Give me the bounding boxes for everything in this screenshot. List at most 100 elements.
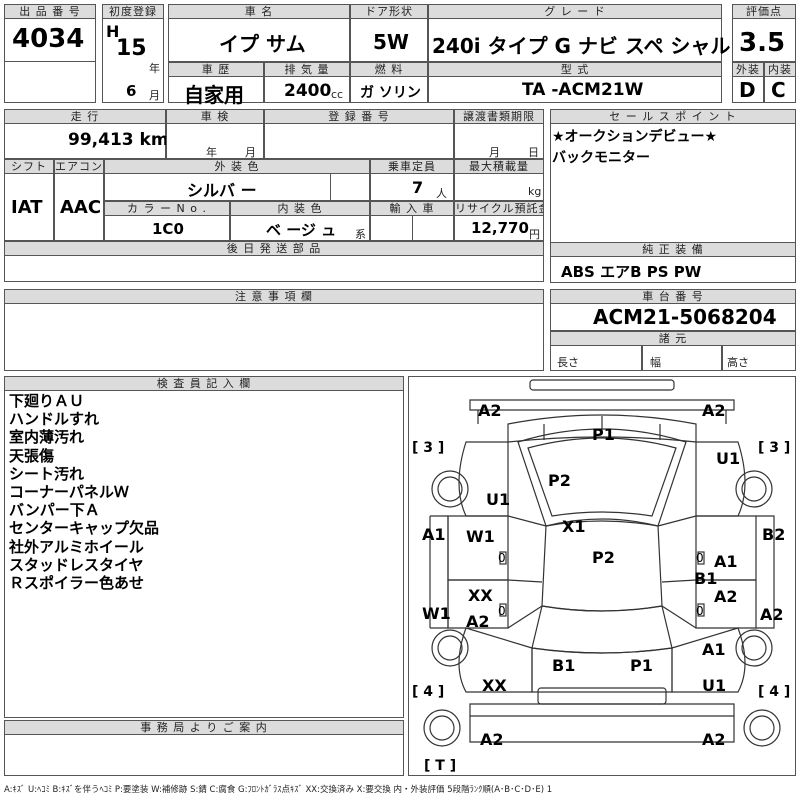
selling-point: ★オークションデビュー★ bbox=[552, 129, 718, 145]
inspector-box bbox=[4, 376, 404, 718]
car-name-label: 車 名 bbox=[168, 4, 350, 19]
mark-trunk-right: P1 bbox=[630, 656, 653, 675]
mark-left-rear-door: W1 bbox=[422, 604, 451, 623]
capacity-box bbox=[370, 173, 454, 201]
lot-number-blank bbox=[4, 61, 96, 103]
recycle-deposit-box bbox=[454, 215, 544, 241]
displacement: 2400 bbox=[284, 81, 332, 101]
mark-right-rear-door: B1 bbox=[694, 569, 718, 588]
mileage-box bbox=[4, 123, 166, 159]
mark-left-rear-marker: 0 bbox=[498, 604, 506, 618]
tire-front-left-label: [ 3 ] bbox=[412, 440, 445, 456]
color-number-label: カ ラ ー N o . bbox=[104, 201, 230, 216]
lot-number-label: 出 品 番 号 bbox=[4, 4, 96, 19]
recycle-deposit-unit: 円 bbox=[529, 228, 540, 241]
height-label: 高さ bbox=[727, 356, 749, 369]
transfer-deadline-label: 譲渡書類期限 bbox=[454, 109, 544, 124]
aircon: AAC bbox=[60, 197, 102, 218]
inspector-note: ハンドルすれ bbox=[9, 410, 100, 429]
spare-tire-label: [ T ] bbox=[424, 758, 457, 774]
import-box-split bbox=[412, 215, 454, 241]
max-load-label: 最大積載量 bbox=[454, 159, 544, 174]
inspection-label: 車 検 bbox=[166, 109, 264, 124]
mark-right-front-window: A1 bbox=[714, 552, 738, 571]
fuel-box bbox=[350, 76, 428, 103]
aircon-box bbox=[54, 173, 104, 241]
mark-right-front-door: B2 bbox=[762, 525, 786, 544]
damage-diagram-box bbox=[408, 376, 796, 776]
capacity-unit: 人 bbox=[436, 187, 447, 200]
exterior-color-label: 外 装 色 bbox=[104, 159, 370, 174]
mark-right-rear-window: A2 bbox=[714, 587, 738, 606]
later-parts-box bbox=[4, 255, 544, 282]
mark-right-rear-door-edge: A2 bbox=[760, 605, 784, 624]
mark-left-front-fender: U1 bbox=[486, 490, 511, 509]
capacity-label: 乗車定員 bbox=[370, 159, 454, 174]
genuine-equipment-box bbox=[550, 256, 796, 283]
mark-right-rear-marker: 0 bbox=[696, 604, 704, 618]
chassis-number-box bbox=[550, 303, 796, 331]
car-name: イプ サム bbox=[219, 32, 306, 56]
grade-label: グ レ ー ド bbox=[428, 4, 722, 19]
inspection-box bbox=[166, 123, 264, 159]
specs-height-box bbox=[722, 345, 796, 371]
specs-length-box bbox=[550, 345, 642, 371]
inspector-note: 室内薄汚れ bbox=[9, 428, 85, 447]
exterior-grade-box bbox=[732, 76, 764, 103]
selling-point: バックモニター bbox=[552, 150, 650, 166]
chassis-number: ACM21-5068204 bbox=[593, 305, 777, 329]
model: TA -ACM21W bbox=[522, 80, 644, 100]
aircon-label: エアコン bbox=[54, 159, 104, 174]
later-parts-label: 後 日 発 送 部 品 bbox=[4, 241, 544, 256]
mark-left-rear-window: XX bbox=[468, 586, 493, 605]
selling-points-label: セ ー ル ス ポ イ ン ト bbox=[550, 109, 796, 124]
door-label: ドア形状 bbox=[350, 4, 428, 19]
tire-rear-right-label: [ 4 ] bbox=[758, 684, 791, 700]
transfer-month-unit: 月 bbox=[489, 146, 500, 159]
interior-grade-box bbox=[764, 76, 796, 103]
shift-box bbox=[4, 173, 54, 241]
model-box bbox=[428, 76, 722, 103]
color-number-box bbox=[104, 215, 230, 241]
door-type: 5W bbox=[373, 30, 409, 54]
interior-color-box bbox=[230, 215, 370, 241]
selling-points-box bbox=[550, 109, 796, 257]
mark-roof-front: P2 bbox=[548, 471, 571, 490]
tire-front-right-label: [ 3 ] bbox=[758, 440, 791, 456]
fuel: ガ ソリン bbox=[360, 85, 421, 101]
inspector-note: コーナーパネルＷ bbox=[9, 483, 129, 502]
damage-legend: A:ｷｽﾞ U:ﾍｺﾐ B:ｷｽﾞを伴うﾍｺﾐ P:要塗装 W:補修跡 S:錆 … bbox=[4, 785, 553, 795]
shift-label: シフト bbox=[4, 159, 54, 174]
mark-roof: P2 bbox=[592, 548, 615, 567]
inspector-note: Ｒスポイラー色あせ bbox=[9, 574, 145, 593]
specs-label: 諸 元 bbox=[550, 331, 796, 346]
mileage-label: 走 行 bbox=[4, 109, 166, 124]
registration-number-box bbox=[264, 123, 454, 159]
mark-left-front-marker: 0 bbox=[498, 551, 506, 565]
max-load-box bbox=[454, 173, 544, 201]
first-registration-box bbox=[102, 4, 164, 103]
history-label: 車 歴 bbox=[168, 62, 264, 77]
model-label: 型 式 bbox=[428, 62, 722, 77]
mark-left-rear-inner: A2 bbox=[466, 612, 490, 631]
score: 3.5 bbox=[739, 28, 786, 58]
score-label: 評価点 bbox=[732, 4, 796, 19]
chassis-number-label: 車 台 番 号 bbox=[550, 289, 796, 304]
specs-width-box bbox=[642, 345, 722, 371]
shift: IAT bbox=[11, 197, 43, 218]
lot-number: 4034 bbox=[12, 24, 85, 54]
mark-rear-bumper-right: A2 bbox=[702, 730, 726, 749]
genuine-equipment-label: 純 正 装 備 bbox=[550, 242, 796, 257]
mark-left-front-door: A1 bbox=[422, 525, 446, 544]
fuel-label: 燃 料 bbox=[350, 62, 428, 77]
car-diagram bbox=[423, 379, 781, 747]
registration-number-label: 登 録 番 号 bbox=[264, 109, 454, 124]
exterior-grade-label: 外装 bbox=[732, 62, 764, 77]
color-number: 1C0 bbox=[152, 220, 184, 238]
year-unit: 年 bbox=[149, 62, 160, 75]
exterior-grade: D bbox=[739, 78, 756, 102]
inspector-note: 社外アルミホイール bbox=[9, 537, 144, 556]
history: 自家用 bbox=[184, 83, 244, 107]
mark-front-bumper-left: A2 bbox=[478, 401, 502, 420]
mark-right-front-fender: U1 bbox=[716, 449, 741, 468]
